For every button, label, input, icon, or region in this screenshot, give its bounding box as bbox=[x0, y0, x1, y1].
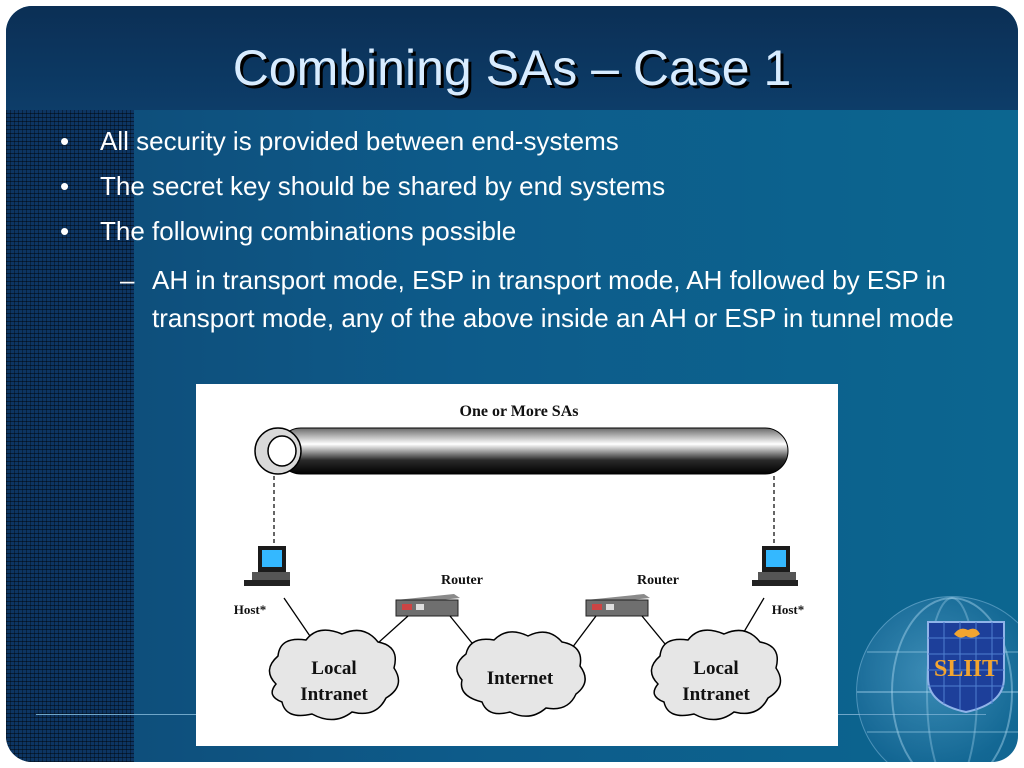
bullet-text: All security is provided between end-sys… bbox=[100, 126, 619, 156]
tunnel-label: One or More SAs bbox=[460, 403, 579, 420]
logo-text: SLIIT bbox=[934, 656, 998, 682]
bullet-marker: • bbox=[60, 171, 70, 201]
header-band bbox=[6, 6, 1018, 110]
bullet-text: The secret key should be shared by end s… bbox=[100, 171, 666, 201]
cloud-left-line1: Local bbox=[311, 658, 356, 679]
bullet-text: The following combinations possible bbox=[100, 216, 517, 246]
sliit-logo: SLIIT bbox=[924, 618, 1008, 714]
cloud-left-line2: Intranet bbox=[300, 684, 368, 705]
sub-bullet: – AH in transport mode, ESP in transport… bbox=[120, 261, 1012, 337]
sa-tunnel-pipe bbox=[254, 427, 789, 475]
router-left-label: Router bbox=[441, 573, 483, 588]
cloud-local-intranet-right: Local Intranet bbox=[650, 629, 782, 721]
slide-title: Combining SAs – Case 1 bbox=[232, 40, 792, 96]
bullet-marker: • bbox=[60, 216, 70, 246]
bullet-list: • All security is provided between end-sy… bbox=[56, 124, 976, 259]
grid-strip bbox=[6, 110, 134, 762]
cloud-internet-label: Internet bbox=[487, 668, 554, 689]
host-right-computer-icon bbox=[752, 546, 798, 586]
cloud-right-line1: Local bbox=[693, 658, 738, 679]
bullet-item: • All security is provided between end-sy… bbox=[56, 124, 976, 158]
host-right-label: Host* bbox=[772, 602, 805, 617]
cloud-local-intranet-left: Local Intranet bbox=[268, 629, 400, 721]
host-left-computer-icon bbox=[244, 546, 290, 586]
cloud-right-line2: Intranet bbox=[682, 684, 750, 705]
sub-bullet-marker: – bbox=[120, 265, 135, 295]
network-diagram: One or More SAs Host* Host* bbox=[196, 384, 838, 746]
host-left-label: Host* bbox=[234, 602, 267, 617]
cloud-internet: Internet bbox=[456, 631, 586, 717]
router-left-icon bbox=[395, 594, 460, 617]
router-right-label: Router bbox=[637, 573, 679, 588]
bullet-item: • The following combinations possible bbox=[56, 214, 976, 248]
bullet-item: • The secret key should be shared by end … bbox=[56, 169, 976, 203]
bullet-marker: • bbox=[60, 126, 70, 156]
router-right-icon bbox=[585, 594, 650, 617]
sub-bullet-text: AH in transport mode, ESP in transport m… bbox=[152, 265, 954, 333]
slide-frame: Combining SAs – Case 1 • All security is … bbox=[6, 6, 1018, 762]
